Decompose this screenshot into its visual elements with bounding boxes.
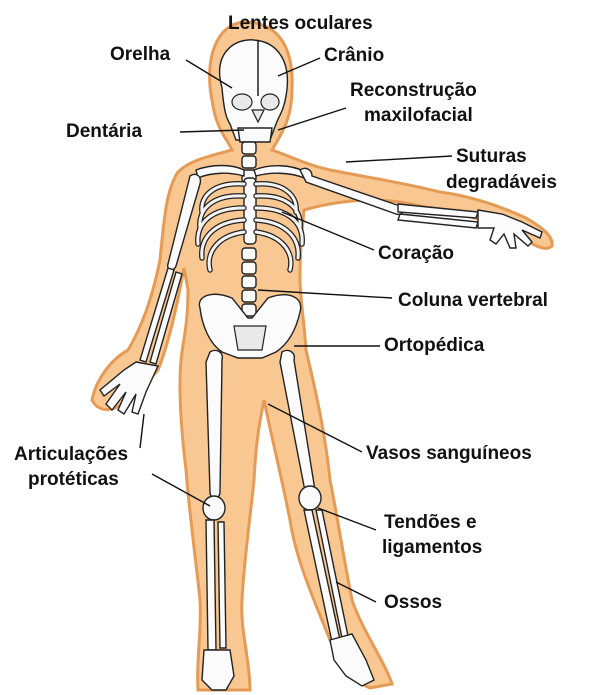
fibula-left [218,522,226,648]
label-vasos-sanguineos: Vasos sanguíneos [366,443,532,465]
label-lentes-oculares: Lentes oculares [228,13,373,35]
label-ortopedica: Ortopédica [384,335,484,357]
label-tendoes-2: ligamentos [382,537,482,559]
leader-articulacoes-hand [140,414,144,448]
foot-left [202,650,234,690]
label-orelha: Orelha [110,44,170,66]
label-reconstrucao-1: Reconstrução [350,80,477,102]
label-articulacoes-2: protéticas [28,469,119,491]
label-dentaria: Dentária [66,121,142,143]
label-cranio: Crânio [324,45,384,67]
label-ossos: Ossos [384,592,442,614]
knee-right [299,486,321,510]
label-tendoes-1: Tendões e [384,512,477,534]
knee-left [203,496,225,520]
label-reconstrucao-2: maxilofacial [364,105,473,127]
label-suturas-1: Suturas [456,146,527,168]
label-coracao: Coração [378,243,454,265]
label-articulacoes-1: Articulações [14,444,128,466]
label-coluna-vertebral: Coluna vertebral [398,290,548,312]
leader-suturas [346,156,452,162]
label-suturas-2: degradáveis [446,172,557,194]
tibia-left [206,520,216,650]
